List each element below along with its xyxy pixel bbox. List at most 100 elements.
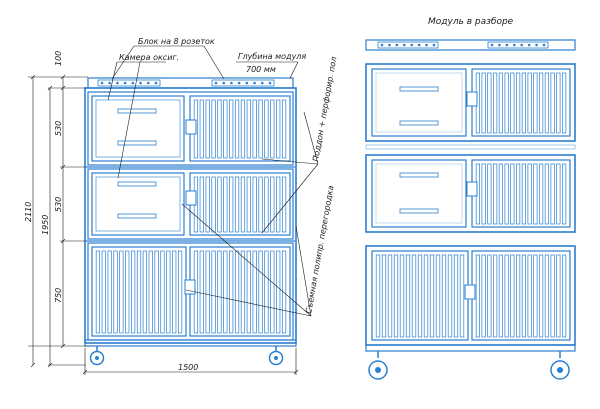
grille-bar [205, 176, 210, 233]
socket-icon [214, 81, 218, 85]
grille-bars [193, 176, 287, 233]
grille-bars [475, 254, 567, 338]
grille-bar [270, 176, 275, 233]
door-handle-icon [466, 91, 478, 107]
dim-total-height: 2110 [24, 202, 33, 222]
grille-door [189, 246, 291, 337]
socket-icon [535, 43, 538, 47]
oxygen-chamber-door [91, 95, 185, 162]
caster-wheel-icon [268, 346, 284, 366]
grille-bars [475, 72, 567, 134]
door-handle-icon [185, 190, 197, 206]
grille-bar [281, 250, 287, 334]
socket-icon [399, 86, 439, 126]
grille-door [189, 95, 291, 162]
grille-bar [148, 250, 153, 334]
dim-section-1: 530 [54, 121, 63, 136]
grille-bar [498, 163, 503, 225]
grille-bars [95, 250, 183, 334]
grille-bar [441, 254, 447, 338]
grille-bar [160, 250, 165, 334]
grille-bar [556, 72, 561, 134]
door-handle-icon [466, 181, 478, 197]
dim-section-2: 530 [54, 197, 63, 212]
door-handle-icon [185, 119, 197, 135]
grille-bar [217, 176, 222, 233]
grille-bar [527, 163, 532, 225]
grille-bar [521, 72, 526, 134]
grille-bar [475, 254, 480, 338]
grille-bar [276, 250, 281, 334]
grille-bar [533, 163, 538, 225]
grille-bar [264, 176, 269, 233]
grille-bar [459, 254, 465, 338]
grille-bar [281, 176, 287, 233]
grille-bar [429, 254, 435, 338]
grille-door [471, 68, 571, 137]
grille-bars [375, 254, 465, 338]
grille-bar [544, 163, 549, 225]
socket-icon [154, 81, 158, 85]
grille-bar [131, 250, 136, 334]
socket-icon [410, 43, 414, 47]
grille-bar [205, 99, 210, 159]
label-partition-note: Съемная полипр. перегородка [304, 185, 335, 315]
oxygen-chamber-door [371, 159, 467, 228]
grille-bar [481, 254, 486, 338]
grille-bar [533, 254, 538, 338]
grille-bar [217, 99, 222, 159]
label-tray-note: Поддон + перфориp. пол [311, 56, 338, 162]
oxygen-chamber-door [91, 172, 185, 236]
grille-bar [125, 250, 130, 334]
grille-bar [252, 250, 257, 334]
grille-bar [172, 250, 177, 334]
socket-icon [222, 81, 226, 85]
grille-bar [166, 250, 171, 334]
grille-bar [423, 254, 429, 338]
grille-bar [270, 99, 275, 159]
grille-bar [487, 72, 492, 134]
grille-bars [475, 163, 567, 225]
grille-bar [493, 254, 498, 338]
grille-bar [246, 99, 251, 159]
grille-bar [199, 99, 204, 159]
grille-bar [550, 72, 555, 134]
socket-icon [260, 81, 264, 85]
grille-bar [447, 254, 453, 338]
socket-icon [146, 81, 150, 85]
label-module-depth-2: 700 мм [246, 65, 276, 74]
grille-bar [562, 254, 567, 338]
grille-bar [393, 254, 399, 338]
grille-bar [562, 72, 567, 134]
grille-bar [95, 250, 101, 334]
grille-bar [556, 163, 561, 225]
dimension-lines: 100 530 530 750 1950 2110 1500 [24, 51, 299, 375]
grille-bar [246, 250, 251, 334]
socket-icon [100, 81, 104, 85]
grille-bar [493, 72, 498, 134]
socket-icon [268, 81, 272, 85]
grille-bar [381, 254, 387, 338]
grille-bars [193, 250, 287, 334]
label-module-depth-1: Глубина модуля [238, 52, 306, 61]
tier-2-cage [87, 168, 294, 240]
grille-bar [199, 176, 204, 233]
grille-bar [205, 250, 210, 334]
grille-bar [527, 72, 532, 134]
grille-bar [550, 163, 555, 225]
grille-bar [550, 254, 555, 338]
tray [365, 144, 576, 150]
grille-bar [101, 250, 106, 334]
tier-2-module [365, 154, 576, 233]
grille-bar [375, 254, 381, 338]
grille-bar [498, 254, 503, 338]
grille-bar [252, 176, 257, 233]
socket-icon [520, 43, 524, 47]
grille-bar [533, 72, 538, 134]
grille-bar [521, 254, 526, 338]
assembled-module-view [84, 77, 297, 366]
socket-icon [425, 43, 428, 47]
grille-bar [136, 250, 142, 334]
grille-door [91, 246, 187, 337]
socket-icon [253, 81, 256, 85]
